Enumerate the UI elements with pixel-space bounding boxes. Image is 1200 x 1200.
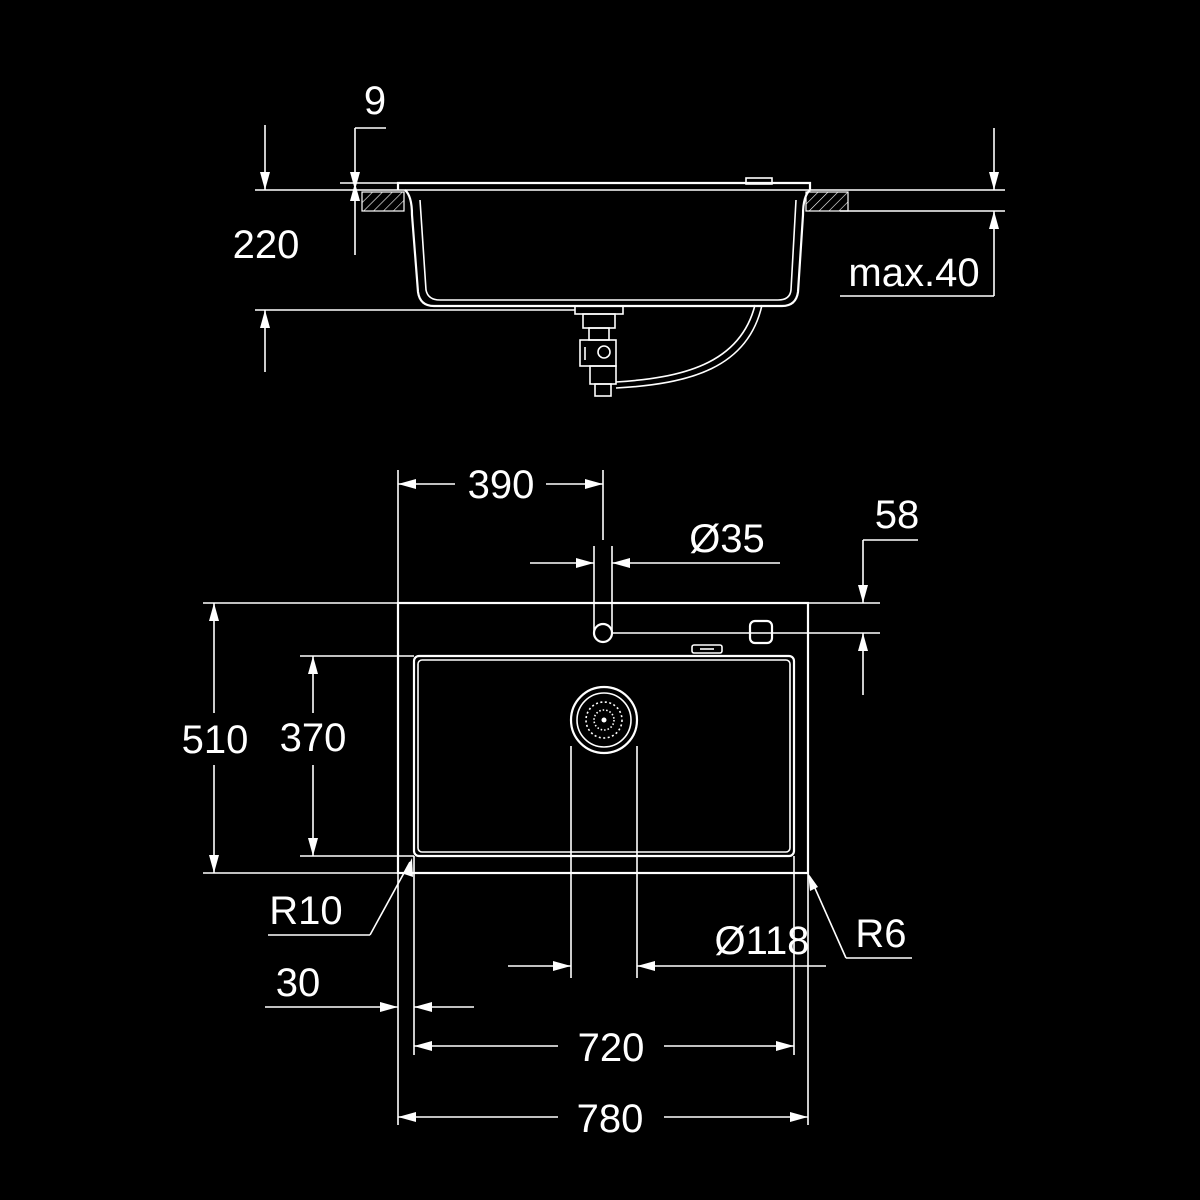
dim-30-arrow-right xyxy=(414,1002,432,1012)
dim-max40-label: max.40 xyxy=(848,251,979,295)
overflow-hose-outer xyxy=(615,304,763,389)
dim-510-arrow-top xyxy=(209,603,219,621)
overflow-button xyxy=(748,619,774,645)
dim-370-arrow-top xyxy=(308,656,318,674)
dim-118-arrow-left xyxy=(553,961,571,971)
dim-max40-arrow-bottom xyxy=(989,211,999,229)
dim-720-arrow-left xyxy=(414,1041,432,1051)
dim-58-label: 58 xyxy=(875,493,920,537)
sink-bowl-outline xyxy=(412,654,796,858)
sink-bowl-body xyxy=(404,189,811,308)
dim-780-arrow-right xyxy=(790,1112,808,1122)
sink-bowl-inner-outline xyxy=(417,659,791,853)
waste-fitting xyxy=(574,305,624,397)
overflow-hose xyxy=(615,304,756,383)
dim-370-label: 370 xyxy=(280,716,347,760)
sink-flange xyxy=(396,181,812,190)
dim-370-arrow-bottom xyxy=(308,838,318,856)
dim-58-arrow-bottom xyxy=(858,633,868,651)
dim-r10-leader xyxy=(369,861,411,936)
dim-780-arrow-left xyxy=(398,1112,416,1122)
sink-bowl-inner xyxy=(419,199,797,301)
side-view: 9 220 max.40 xyxy=(233,79,1005,397)
waste-outlet xyxy=(569,685,639,755)
dim-780-label: 780 xyxy=(577,1097,644,1141)
dim-r10-arrow xyxy=(404,858,413,877)
top-view: 390 Ø35 58 510 370 R xyxy=(182,463,920,1141)
dim-118-arrow-right xyxy=(637,961,655,971)
tap-hole xyxy=(592,622,614,644)
dim-510-arrow-bottom xyxy=(209,855,219,873)
dim-9-arrow-top xyxy=(350,172,360,190)
dim-510-label: 510 xyxy=(182,718,249,762)
dim-max40-arrow-top xyxy=(989,172,999,190)
dim-9-arrow-bottom xyxy=(350,183,360,201)
dim-58-arrow-top xyxy=(858,585,868,603)
dim-30-label: 30 xyxy=(276,961,321,1005)
dim-r6-arrow xyxy=(808,873,818,891)
dim-220-arrow-bottom xyxy=(260,310,270,328)
dim-220-label: 220 xyxy=(233,223,300,267)
dim-720-arrow-right xyxy=(776,1041,794,1051)
dim-220-arrow-top xyxy=(260,172,270,190)
dim-35-arrow-left xyxy=(576,558,594,568)
sink-outer-outline xyxy=(396,601,810,875)
dim-30-arrow-left xyxy=(380,1002,398,1012)
dim-9-label: 9 xyxy=(364,79,386,123)
worktop-section-left xyxy=(361,191,405,212)
dim-r6-label: R6 xyxy=(855,912,906,956)
dim-720-label: 720 xyxy=(578,1026,645,1070)
dim-390-arrow-left xyxy=(398,479,416,489)
dim-r6-leader xyxy=(809,876,847,959)
dim-35-arrow-right xyxy=(612,558,630,568)
dim-390-arrow-right xyxy=(585,479,603,489)
dim-r10-label: R10 xyxy=(269,889,342,933)
dim-35-label: Ø35 xyxy=(689,517,765,561)
dim-118-label: Ø118 xyxy=(715,919,810,963)
dim-390-label: 390 xyxy=(468,463,535,507)
tap-hole-marker xyxy=(745,177,773,185)
worktop-section-right xyxy=(805,191,849,212)
overflow-slot xyxy=(691,644,723,654)
